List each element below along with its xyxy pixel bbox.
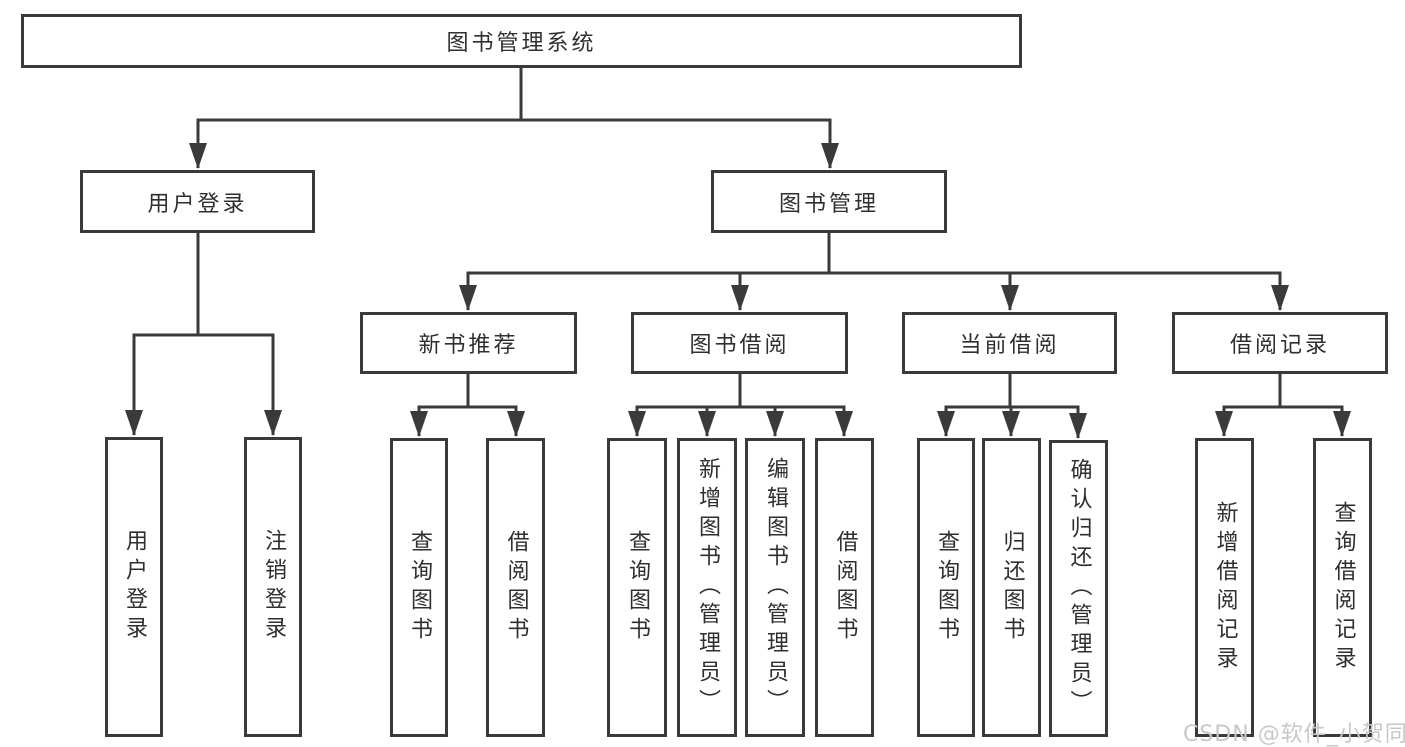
node-current-borrowing-label: 当前借阅 [959, 333, 1060, 358]
leaf-current-return-books: 归还图书 [982, 438, 1041, 737]
leaf-user-login: 用户登录 [105, 437, 163, 737]
leaf-borrow-edit-books-admin: 编辑图书（管理员） [745, 438, 805, 737]
node-root: 图书管理系统 [21, 14, 1022, 68]
leaf-borrow-query-books-label: 查询图书 [625, 529, 650, 646]
node-book-borrowing-label: 图书借阅 [689, 333, 790, 358]
leaf-logout-label: 注销登录 [261, 529, 286, 645]
leaf-user-login-label: 用户登录 [122, 529, 147, 645]
leaf-newrec-borrow-books-label: 借阅图书 [503, 529, 529, 646]
node-user-login-label: 用户登录 [147, 191, 248, 217]
node-user-login: 用户登录 [80, 170, 315, 233]
leaf-borrow-edit-books-admin-label: 编辑图书（管理员） [763, 457, 788, 718]
node-book-management-label: 图书管理 [778, 191, 879, 217]
node-book-borrowing: 图书借阅 [631, 312, 848, 374]
node-current-borrowing: 当前借阅 [902, 312, 1117, 374]
leaf-borrow-add-books-admin: 新增图书（管理员） [677, 438, 737, 737]
leaf-current-query-books: 查询图书 [917, 438, 975, 737]
csdn-watermark: CSDN @软件_小贺同学 [1183, 722, 1405, 747]
leaf-current-confirm-return-admin: 确认归还（管理员） [1049, 440, 1108, 737]
leaf-borrow-borrow-books: 借阅图书 [815, 438, 874, 737]
node-book-management: 图书管理 [711, 170, 947, 233]
leaf-newrec-query-books-label: 查询图书 [407, 529, 432, 646]
node-borrow-records-label: 借阅记录 [1229, 333, 1330, 358]
leaf-borrow-add-books-admin-label: 新增图书（管理员） [695, 457, 720, 718]
leaf-logout: 注销登录 [244, 437, 302, 737]
leaf-records-add-record-label: 新增借阅记录 [1212, 500, 1238, 675]
leaf-borrow-borrow-books-label: 借阅图书 [832, 529, 858, 646]
node-new-book-recommend: 新书推荐 [360, 312, 577, 374]
leaf-records-query-record-label: 查询借阅记录 [1330, 500, 1356, 675]
node-root-label: 图书管理系统 [446, 31, 597, 56]
leaf-current-return-books-label: 归还图书 [999, 529, 1025, 646]
node-new-book-recommend-label: 新书推荐 [418, 333, 519, 358]
leaf-current-query-books-label: 查询图书 [934, 529, 959, 646]
leaf-current-confirm-return-admin-label: 确认归还（管理员） [1066, 458, 1092, 719]
leaf-borrow-query-books: 查询图书 [607, 438, 667, 737]
node-borrow-records: 借阅记录 [1172, 312, 1388, 374]
leaf-newrec-query-books: 查询图书 [390, 438, 448, 737]
leaf-records-add-record: 新增借阅记录 [1195, 438, 1254, 737]
leaf-records-query-record: 查询借阅记录 [1313, 438, 1372, 737]
leaf-newrec-borrow-books: 借阅图书 [486, 438, 545, 737]
